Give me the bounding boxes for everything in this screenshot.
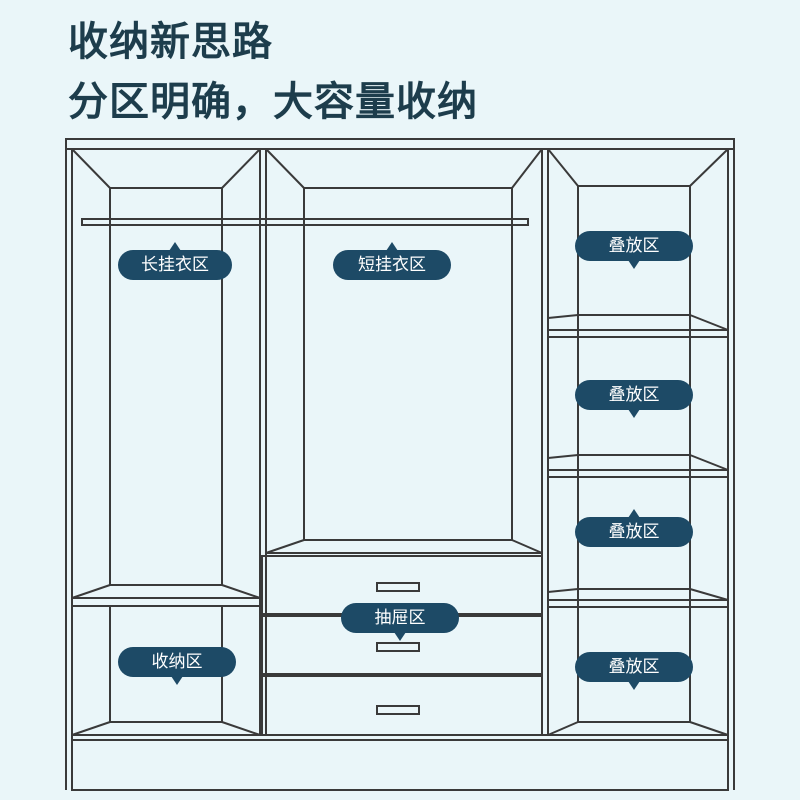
zone-tag-short-hanging: 短挂衣区 <box>333 242 451 280</box>
zone-tag-folding-2: 叠放区 <box>575 380 693 418</box>
drawer-handle-bottom <box>376 705 420 715</box>
right-shelf-2 <box>547 469 729 478</box>
headline-line-1: 收纳新思路 <box>68 19 273 65</box>
wardrobe-plinth <box>71 739 729 791</box>
right-shelf-1 <box>547 329 729 338</box>
zone-tag-folding-3: 叠放区 <box>575 509 693 547</box>
zone-tag-folding-4: 叠放区 <box>575 652 693 690</box>
zone-tag-storage: 收纳区 <box>118 647 236 685</box>
zone-tag-folding-1: 叠放区 <box>575 231 693 269</box>
drawer-handle-middle <box>376 642 420 652</box>
zone-tag-long-hanging: 长挂衣区 <box>118 242 232 280</box>
left-shelf <box>71 597 261 607</box>
wardrobe-top-board <box>65 138 735 150</box>
drawer-bottom <box>261 675 543 736</box>
zone-tag-drawer: 抽屉区 <box>341 603 459 641</box>
headline-line-2: 分区明确，大容量收纳 <box>68 79 478 125</box>
right-shelf-3 <box>547 599 729 608</box>
drawer-handle-top <box>376 582 420 592</box>
